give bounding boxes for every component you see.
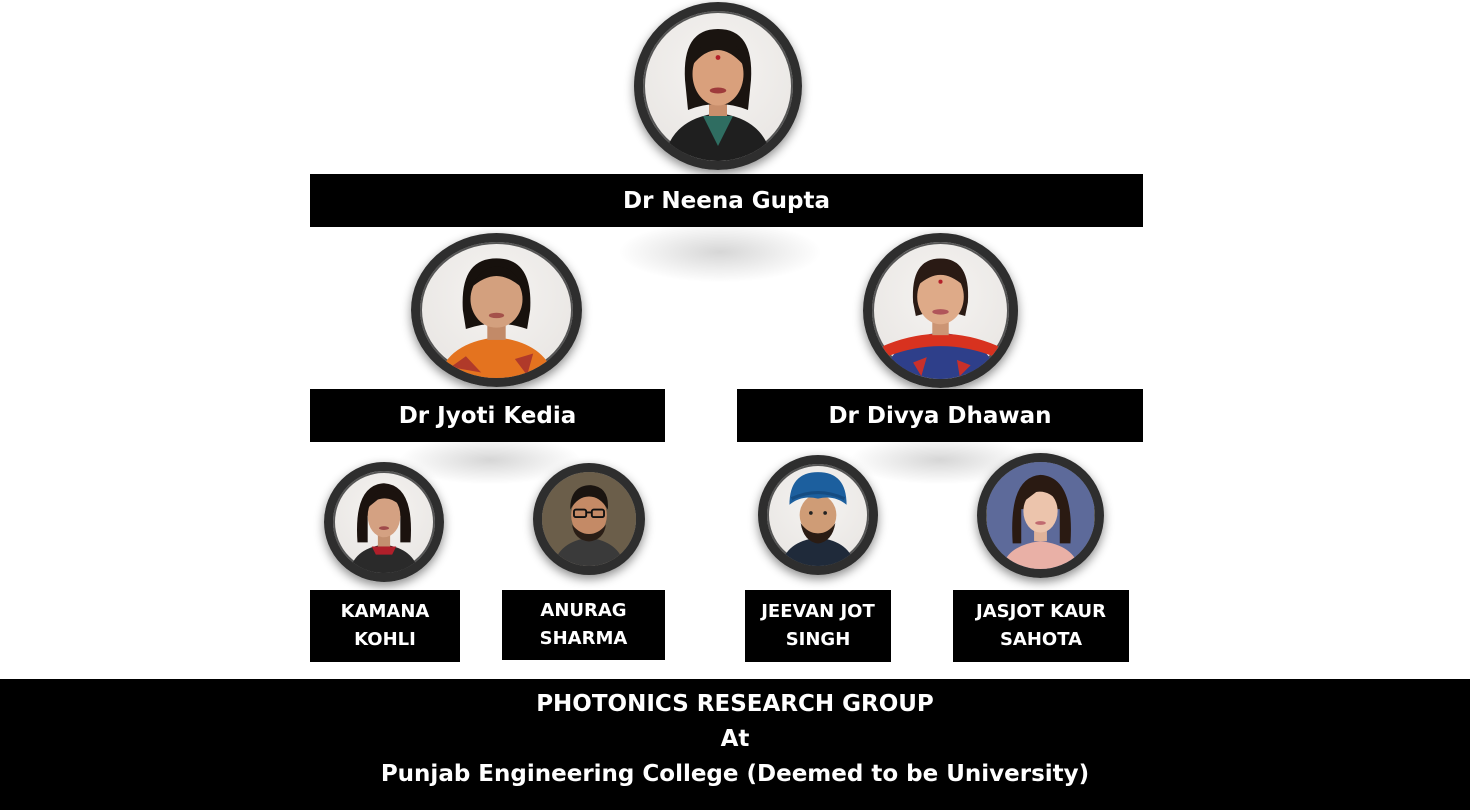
person-photo-icon: [987, 462, 1094, 569]
lead-name-1: Dr Jyoti Kedia: [398, 402, 577, 429]
member-name-4-line1: JASJOT KAUR: [976, 601, 1106, 622]
member-name-box-2: ANURAG SHARMA: [502, 590, 665, 660]
footer-institution: Punjab Engineering College (Deemed to be…: [380, 761, 1090, 787]
head-shadow: [620, 222, 820, 282]
member-avatar-1: [324, 462, 444, 582]
member-name-2-line2: SHARMA: [539, 628, 628, 649]
lead-avatar-1: [411, 233, 582, 387]
member-name-1-line1: KAMANA: [340, 601, 430, 622]
member-name-3-line2: SINGH: [785, 629, 851, 650]
person-photo-icon: [349, 483, 419, 573]
member-name-1-line2: KOHLI: [354, 629, 416, 650]
person-photo-icon: [664, 29, 772, 161]
head-name: Dr Neena Gupta: [622, 187, 831, 214]
member-name-2-line1: ANURAG: [540, 600, 627, 621]
lead-avatar-2: [863, 233, 1018, 388]
person-photo-icon: [542, 472, 636, 566]
footer-title: PHOTONICS RESEARCH GROUP: [536, 691, 934, 717]
person-photo-icon: [438, 258, 555, 378]
member-name-3-line1: JEEVAN JOT: [761, 601, 875, 622]
footer-at: At: [720, 726, 750, 752]
member-name-box-4: JASJOT KAUR SAHOTA: [953, 590, 1129, 662]
member-avatar-4: [977, 453, 1104, 578]
member-name-box-3: JEEVAN JOT SINGH: [745, 590, 891, 662]
member-avatar-3: [758, 455, 878, 575]
head-avatar: [634, 2, 802, 170]
footer-banner: PHOTONICS RESEARCH GROUP At Punjab Engin…: [0, 679, 1470, 810]
head-name-box: Dr Neena Gupta: [310, 174, 1143, 227]
member-name-box-1: KAMANA KOHLI: [310, 590, 460, 662]
lead-name-2: Dr Divya Dhawan: [828, 402, 1052, 429]
lead-name-box-2: Dr Divya Dhawan: [737, 389, 1143, 442]
member-name-4-line2: SAHOTA: [999, 629, 1083, 650]
person-photo-icon: [882, 258, 999, 379]
lead-name-box-1: Dr Jyoti Kedia: [310, 389, 665, 442]
person-photo-icon: [781, 472, 855, 566]
member-avatar-2: [533, 463, 645, 575]
